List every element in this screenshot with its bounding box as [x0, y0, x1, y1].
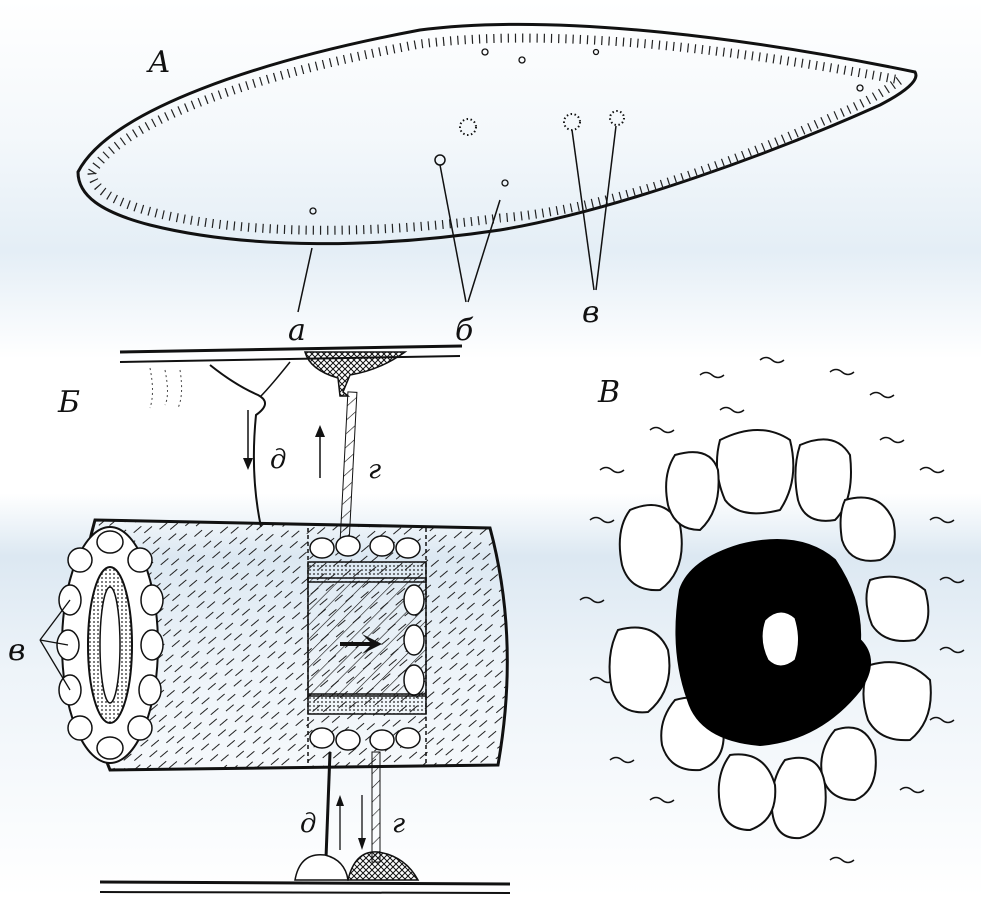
organism-outline: [76, 22, 918, 246]
organelle: [856, 84, 864, 92]
arrow-up-head: [315, 425, 325, 437]
cell-ring: [608, 429, 932, 840]
leader-line-b2: [467, 199, 501, 303]
bottom-strand-g: [371, 751, 381, 863]
top-branch-left-2: [259, 361, 291, 398]
organelle: [309, 207, 317, 215]
bottom-cell-g: [347, 851, 420, 881]
leader-line-v1: [571, 129, 595, 291]
panel-b: Б д г: [8, 344, 511, 894]
bottom-strand-d: [324, 751, 332, 859]
organelle: [518, 56, 526, 64]
leader-v-left-3: [39, 639, 71, 691]
dotted-organelle: [563, 113, 581, 131]
bottom-cell-d: [294, 853, 349, 881]
top-epidermis-inner: [119, 355, 461, 363]
dotted-organelle: [609, 110, 625, 126]
dotted-band-bottom: [307, 693, 427, 715]
cell-column-right: [403, 584, 425, 696]
central-lumen: [761, 611, 799, 667]
end-ring-cells: [56, 530, 164, 760]
panel-b-label: Б: [57, 385, 80, 420]
cell-row-top: [309, 535, 421, 559]
dotted-organelle: [459, 118, 477, 136]
bottom-epidermis-inner: [99, 891, 511, 894]
panel-c: В: [579, 356, 965, 864]
leader-line-a: [297, 247, 313, 313]
leader-line-b1: [439, 164, 467, 303]
leader-v-left-1: [39, 599, 71, 641]
organism-inner-ciliation: [87, 33, 911, 235]
organelle: [481, 48, 489, 56]
annotation-g-bottom: г: [392, 809, 405, 839]
arrow-down-bottom-head: [358, 838, 366, 850]
hatched-strand-top: [339, 391, 358, 543]
cell-row-bottom: [309, 727, 421, 751]
annotation-b: б: [455, 313, 474, 348]
annotation-g-top: г: [368, 455, 381, 485]
annotation-v-top: в: [582, 295, 599, 330]
panel-c-label: В: [597, 375, 620, 410]
organelle: [501, 179, 509, 187]
top-branch-left: [209, 364, 266, 528]
leader-line-v2: [595, 125, 617, 291]
annotation-d-bottom: д: [300, 809, 316, 839]
arrow-up-bottom-head: [336, 795, 344, 806]
panel-a: А а б в: [76, 22, 918, 348]
hatched-cell-top: [304, 351, 408, 397]
panel-a-label: А: [146, 45, 171, 80]
leader-v-left-2: [39, 639, 69, 646]
organelle: [592, 48, 600, 56]
lumen-core: [99, 586, 121, 704]
arrow-down-head: [243, 458, 253, 470]
flow-arrow: [340, 634, 382, 654]
bottom-epidermis: [99, 880, 511, 886]
top-epidermis: [119, 344, 463, 354]
annotation-v-left: в: [8, 633, 25, 668]
annotation-a: а: [288, 313, 306, 348]
top-cell-faint: [149, 367, 183, 409]
annotation-d-top: д: [270, 445, 286, 475]
organelle: [434, 154, 446, 166]
dotted-band-top: [307, 561, 427, 583]
